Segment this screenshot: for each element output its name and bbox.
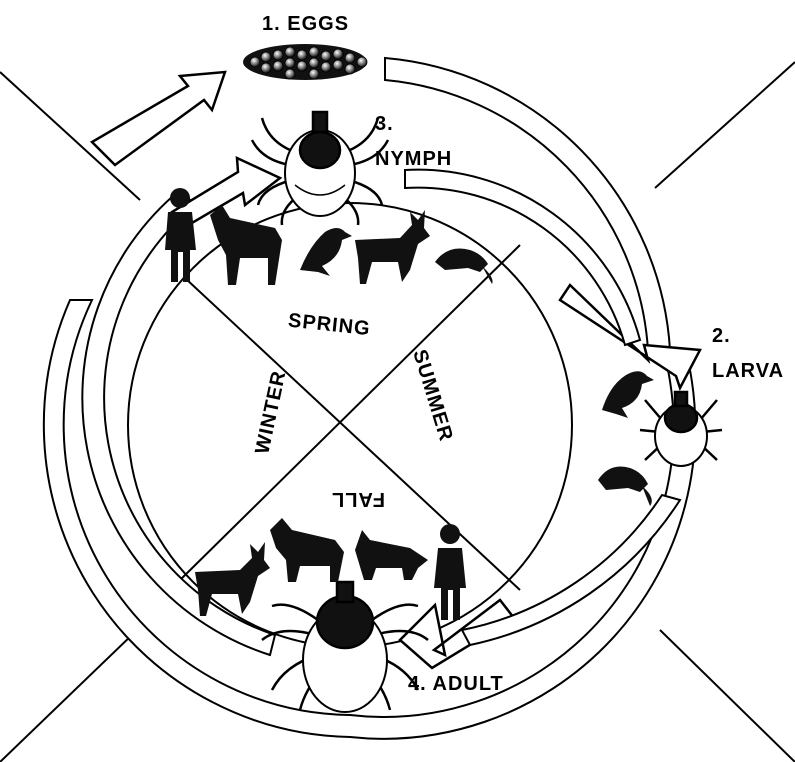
larva-number-label: 2.	[712, 325, 731, 347]
season-winter-label: WINTER	[251, 368, 290, 456]
adult-tick-icon	[262, 582, 428, 712]
nymph-number-label: 3.	[375, 113, 394, 135]
mouse-icon	[598, 467, 652, 507]
human-icon	[434, 524, 466, 620]
egg-cluster-icon	[243, 44, 367, 80]
eggs-label: 1. EGGS	[262, 13, 349, 35]
season-summer-label: SUMMER	[408, 347, 457, 444]
bird-icon	[300, 228, 352, 276]
mouse-icon	[435, 249, 493, 285]
season-circle	[128, 203, 572, 647]
nymph-tick-icon	[252, 112, 388, 225]
dog-icon	[355, 530, 428, 580]
horse-icon	[270, 518, 344, 582]
deer-icon	[355, 210, 430, 284]
inner-divider-2	[178, 245, 520, 582]
adult-label: 4. ADULT	[408, 673, 504, 695]
summer-host-animals	[598, 371, 654, 506]
larva-tick-icon	[640, 392, 722, 466]
arrowhead-to-eggs	[92, 72, 225, 165]
season-spring-label: SPRING	[287, 310, 372, 341]
season-fall-label: FALL	[331, 488, 385, 510]
larva-label: LARVA	[712, 360, 784, 382]
nymph-label: NYMPH	[375, 148, 452, 170]
bird-icon	[602, 371, 654, 418]
